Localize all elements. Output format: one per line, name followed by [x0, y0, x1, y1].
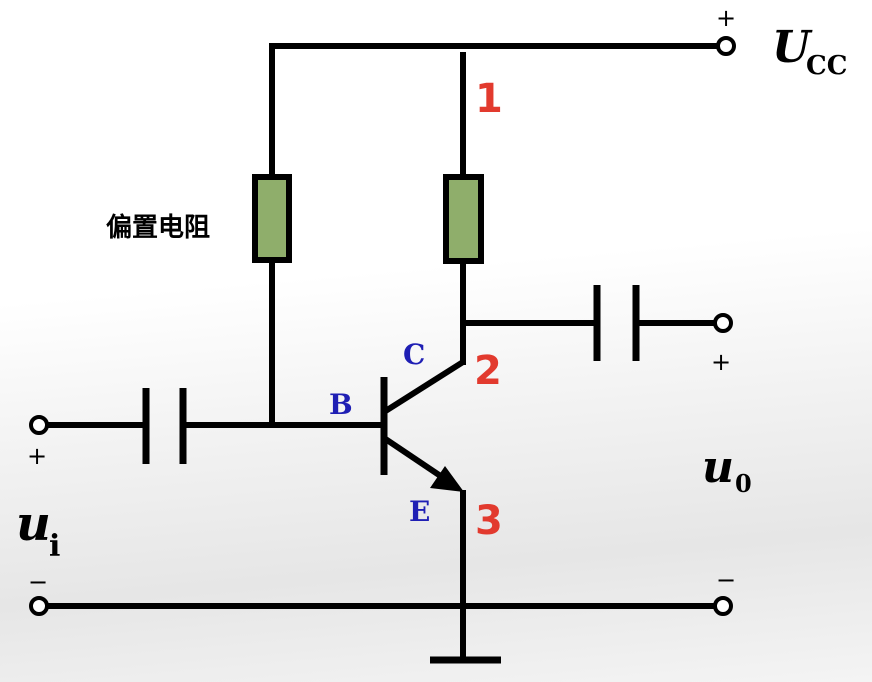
- supply-plus-sign: +: [716, 4, 736, 32]
- input-subscript: i: [49, 529, 60, 564]
- output-plus-sign: +: [711, 348, 731, 376]
- pin-label-e: E: [409, 495, 430, 528]
- transistor-collector-lead: [382, 359, 465, 415]
- node-number-2: 2: [474, 348, 502, 394]
- pin-label-b: B: [329, 388, 353, 421]
- output-terminal-plus: [713, 313, 733, 333]
- output-terminal-minus: [713, 596, 733, 616]
- transistor-emitter-lead: [382, 435, 450, 484]
- input-symbol: u: [16, 496, 51, 552]
- node-number-1: 1: [475, 76, 503, 122]
- supply-symbol: U: [772, 22, 813, 73]
- input-terminal-plus: [29, 415, 49, 435]
- output-subscript: 0: [735, 469, 752, 498]
- bias-resistor: [252, 174, 292, 263]
- supply-subscript: CC: [806, 51, 847, 81]
- output-minus-sign: −: [716, 566, 736, 594]
- input-terminal-minus: [29, 596, 49, 616]
- bias-resistor-label: 偏置电阻: [106, 212, 210, 243]
- output-symbol: u: [702, 442, 734, 493]
- node-number-3: 3: [475, 498, 503, 544]
- pin-label-c: C: [403, 338, 425, 371]
- input-plus-sign: +: [27, 442, 47, 470]
- input-minus-sign: −: [28, 568, 48, 596]
- emitter-arrow-icon: [430, 466, 464, 492]
- supply-terminal: [716, 36, 736, 56]
- collector-resistor: [443, 174, 484, 264]
